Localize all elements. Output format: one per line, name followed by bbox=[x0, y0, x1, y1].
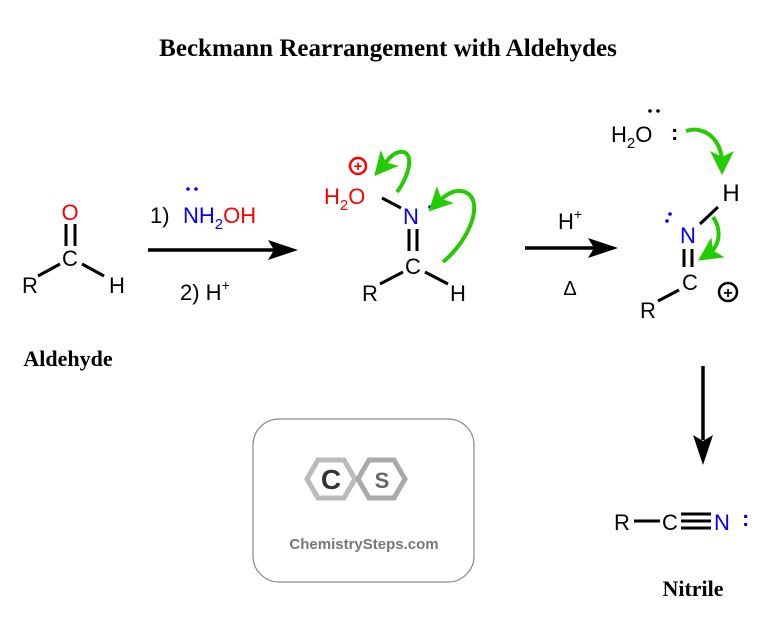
heat-symbol: Δ bbox=[563, 278, 576, 300]
lone-pair-dot bbox=[428, 205, 432, 209]
lone-pair-dot bbox=[648, 109, 652, 113]
chemistrysteps-logo: C S ChemistrySteps.com bbox=[252, 418, 475, 583]
logo-letter-s: S bbox=[375, 468, 390, 493]
bond bbox=[424, 270, 449, 286]
logo-letter-c: C bbox=[321, 464, 341, 495]
electron-push-arrow bbox=[374, 150, 412, 194]
nitrile-label: Nitrile bbox=[662, 576, 723, 601]
reagent1-number: 1) bbox=[150, 203, 170, 228]
atom-R: R bbox=[614, 510, 630, 535]
hydroxylamine: NH2OH bbox=[183, 203, 256, 233]
logo-text: ChemistrySteps.com bbox=[289, 536, 438, 553]
hydroxyl: OH bbox=[223, 203, 256, 228]
atom-O: O bbox=[61, 200, 78, 225]
bond bbox=[698, 205, 720, 226]
positive-charge-icon bbox=[348, 156, 368, 176]
bond bbox=[381, 196, 402, 210]
page-title: Beckmann Rearrangement with Aldehydes bbox=[159, 35, 617, 62]
atom-C: C bbox=[682, 270, 698, 295]
logo-frame bbox=[252, 418, 475, 583]
aldehyde-structure: O C R H bbox=[22, 200, 125, 298]
lone-pair: : bbox=[671, 120, 678, 145]
atom-H: H bbox=[109, 273, 125, 298]
arrowhead bbox=[693, 435, 713, 465]
nitrilium-ion: H2O : H N C R + bbox=[611, 109, 740, 323]
nitrile-structure: R C N : bbox=[614, 506, 749, 535]
lone-pair: : bbox=[742, 506, 749, 531]
atom-R: R bbox=[362, 281, 378, 306]
atom-N: N bbox=[714, 510, 730, 535]
electron-push-arrow bbox=[698, 215, 725, 261]
bond bbox=[379, 270, 404, 286]
atom-N: N bbox=[403, 204, 419, 229]
bond bbox=[81, 262, 105, 278]
acid-label: H+ bbox=[558, 206, 582, 234]
electron-push-arrow bbox=[428, 186, 477, 264]
water-leaving-group: H2O bbox=[324, 184, 365, 214]
atom-H: H bbox=[199, 203, 215, 228]
arrowhead bbox=[588, 238, 618, 258]
atom-C: C bbox=[62, 246, 78, 271]
arrowhead bbox=[268, 240, 298, 260]
charge-plus: + bbox=[723, 285, 732, 302]
positive-charge-icon bbox=[717, 281, 739, 303]
water-molecule: H2O bbox=[611, 122, 652, 152]
lone-pair-dot bbox=[186, 187, 190, 191]
charge-plus: + bbox=[354, 158, 363, 175]
atom-R: R bbox=[640, 298, 656, 323]
atom-N: N bbox=[680, 223, 696, 248]
step1-reagents: 1) NH2OH 2) H+ bbox=[148, 187, 298, 305]
hexagon-icon bbox=[304, 457, 358, 501]
bond bbox=[37, 262, 61, 278]
electron-push-arrow bbox=[685, 127, 734, 175]
aldehyde-label: Aldehyde bbox=[23, 346, 112, 371]
lone-pair-dot bbox=[665, 219, 669, 223]
bond bbox=[657, 288, 680, 303]
lone-pair-dot bbox=[668, 212, 672, 216]
atom-R: R bbox=[22, 273, 38, 298]
hexagon-icon bbox=[355, 457, 408, 501]
atom-C: C bbox=[662, 510, 678, 535]
reagent2: 2) H+ bbox=[180, 277, 230, 305]
atom-H: H bbox=[450, 281, 466, 306]
lone-pair-dot bbox=[656, 109, 660, 113]
subscript: 2 bbox=[215, 216, 223, 233]
lone-pair-dot bbox=[194, 187, 198, 191]
atom-C: C bbox=[405, 254, 421, 279]
atom-N: N bbox=[183, 203, 199, 228]
protonated-oxime: + H2O N C R H bbox=[324, 150, 477, 306]
atom-H: H bbox=[722, 180, 739, 207]
step2: H+ Δ bbox=[525, 206, 618, 300]
